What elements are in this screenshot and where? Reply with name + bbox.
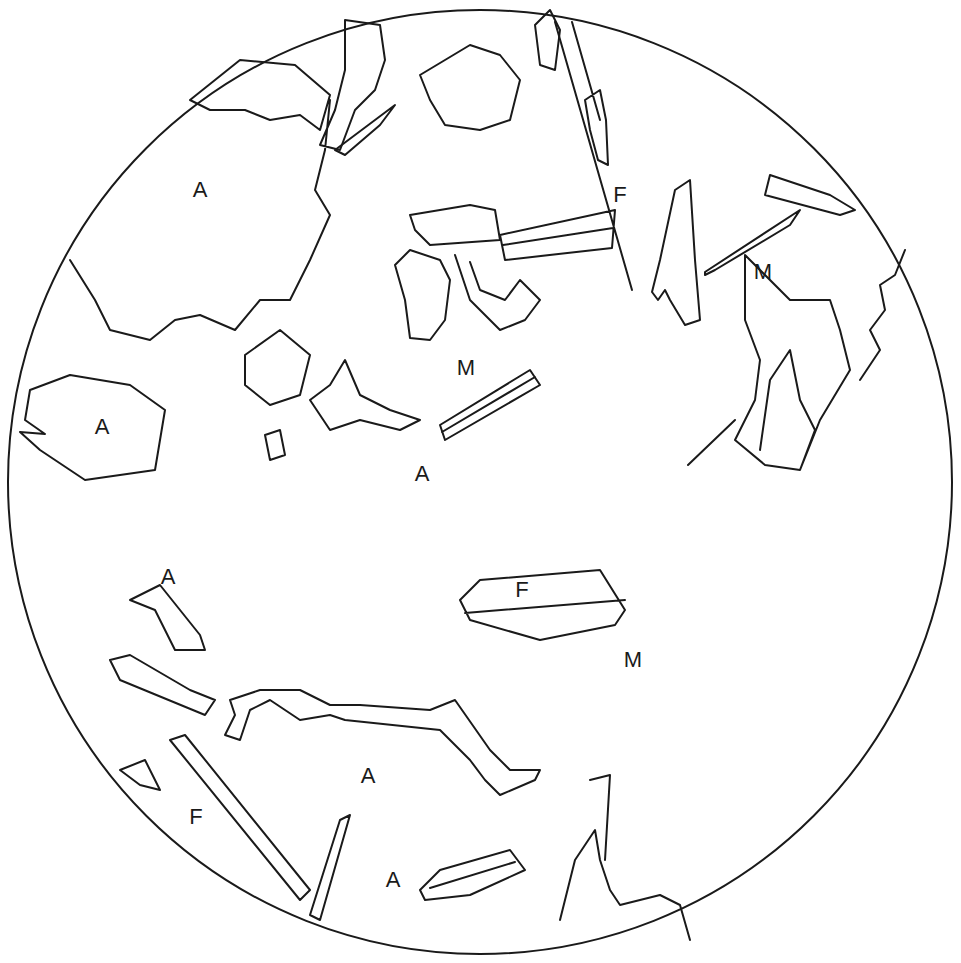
phase-label: F <box>515 579 528 601</box>
phase-label: A <box>415 463 430 485</box>
grain-outlines <box>20 10 905 940</box>
phase-label: F <box>613 184 626 206</box>
phase-label: M <box>457 357 475 379</box>
phase-label: M <box>754 261 772 283</box>
phase-label: A <box>361 765 376 787</box>
phase-label: A <box>161 566 176 588</box>
phase-label: A <box>95 416 110 438</box>
phase-label: A <box>386 869 401 891</box>
phase-label: F <box>189 806 202 828</box>
field-of-view-circle <box>8 10 952 954</box>
crystal-outlines <box>170 22 855 920</box>
phase-label: A <box>193 179 208 201</box>
phase-label: M <box>624 649 642 671</box>
